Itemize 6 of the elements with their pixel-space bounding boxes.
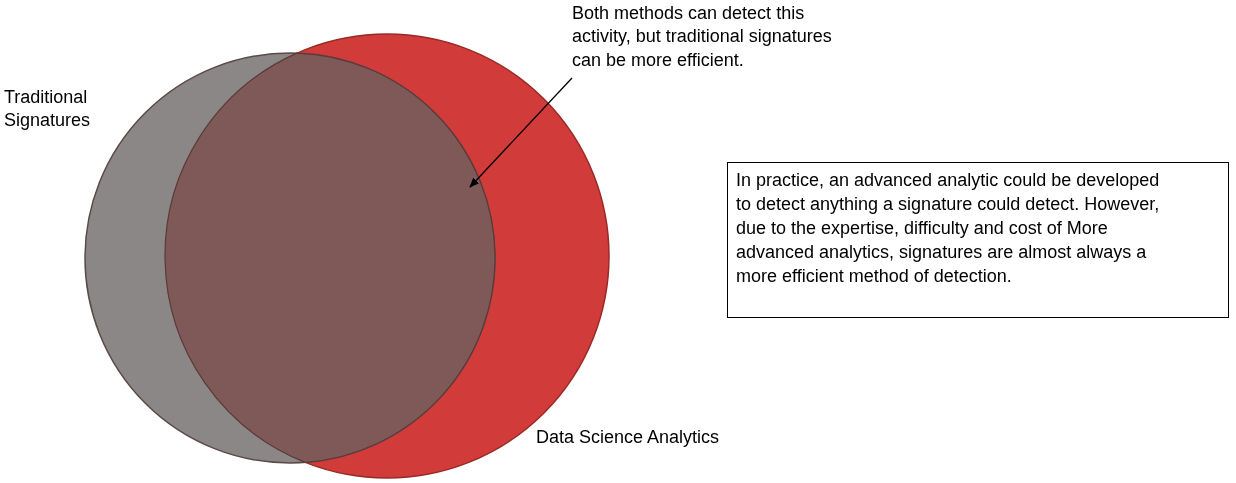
set-label: Traditional Signatures (4, 86, 92, 133)
leader-arrow (469, 77, 573, 188)
note-text: In practice, an advanced analytic could be developed to detect anything a signature could detect. However, due to the expertise, difficulty and cost of More advanced analytics, signatures are almost always a more efficient method of detection. (736, 169, 1161, 288)
note-box (727, 162, 1229, 318)
annotation-text: Both methods can detect this activity, but traditional signatures can be more efficient. (572, 2, 833, 72)
set-label: Data Science Analytics (536, 426, 721, 449)
